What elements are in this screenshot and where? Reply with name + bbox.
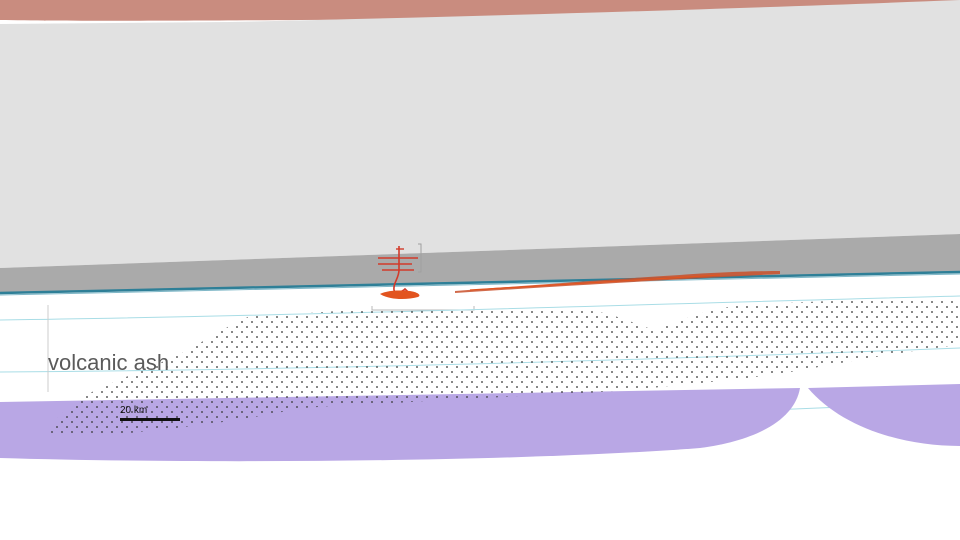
scale-bar-label: 20 km [120, 405, 148, 416]
surface-line-shadow [0, 273, 960, 296]
vent-bracket [418, 243, 422, 273]
volcanic-ash-label: volcanic ash [48, 350, 170, 375]
sky-band [0, 0, 960, 268]
volcano-vent [378, 243, 422, 299]
surface-line [0, 270, 960, 295]
lava-pool [380, 290, 420, 299]
ash-cloud [48, 298, 960, 433]
lava-flow-highlight [469, 274, 721, 291]
upper-atmosphere-layer [0, 0, 960, 21]
purple-layer-right [808, 384, 960, 446]
vent-width-bracket [371, 306, 475, 311]
guide-line-1 [0, 295, 960, 321]
scale-bar [120, 418, 180, 421]
dark-sky-band [0, 234, 960, 293]
